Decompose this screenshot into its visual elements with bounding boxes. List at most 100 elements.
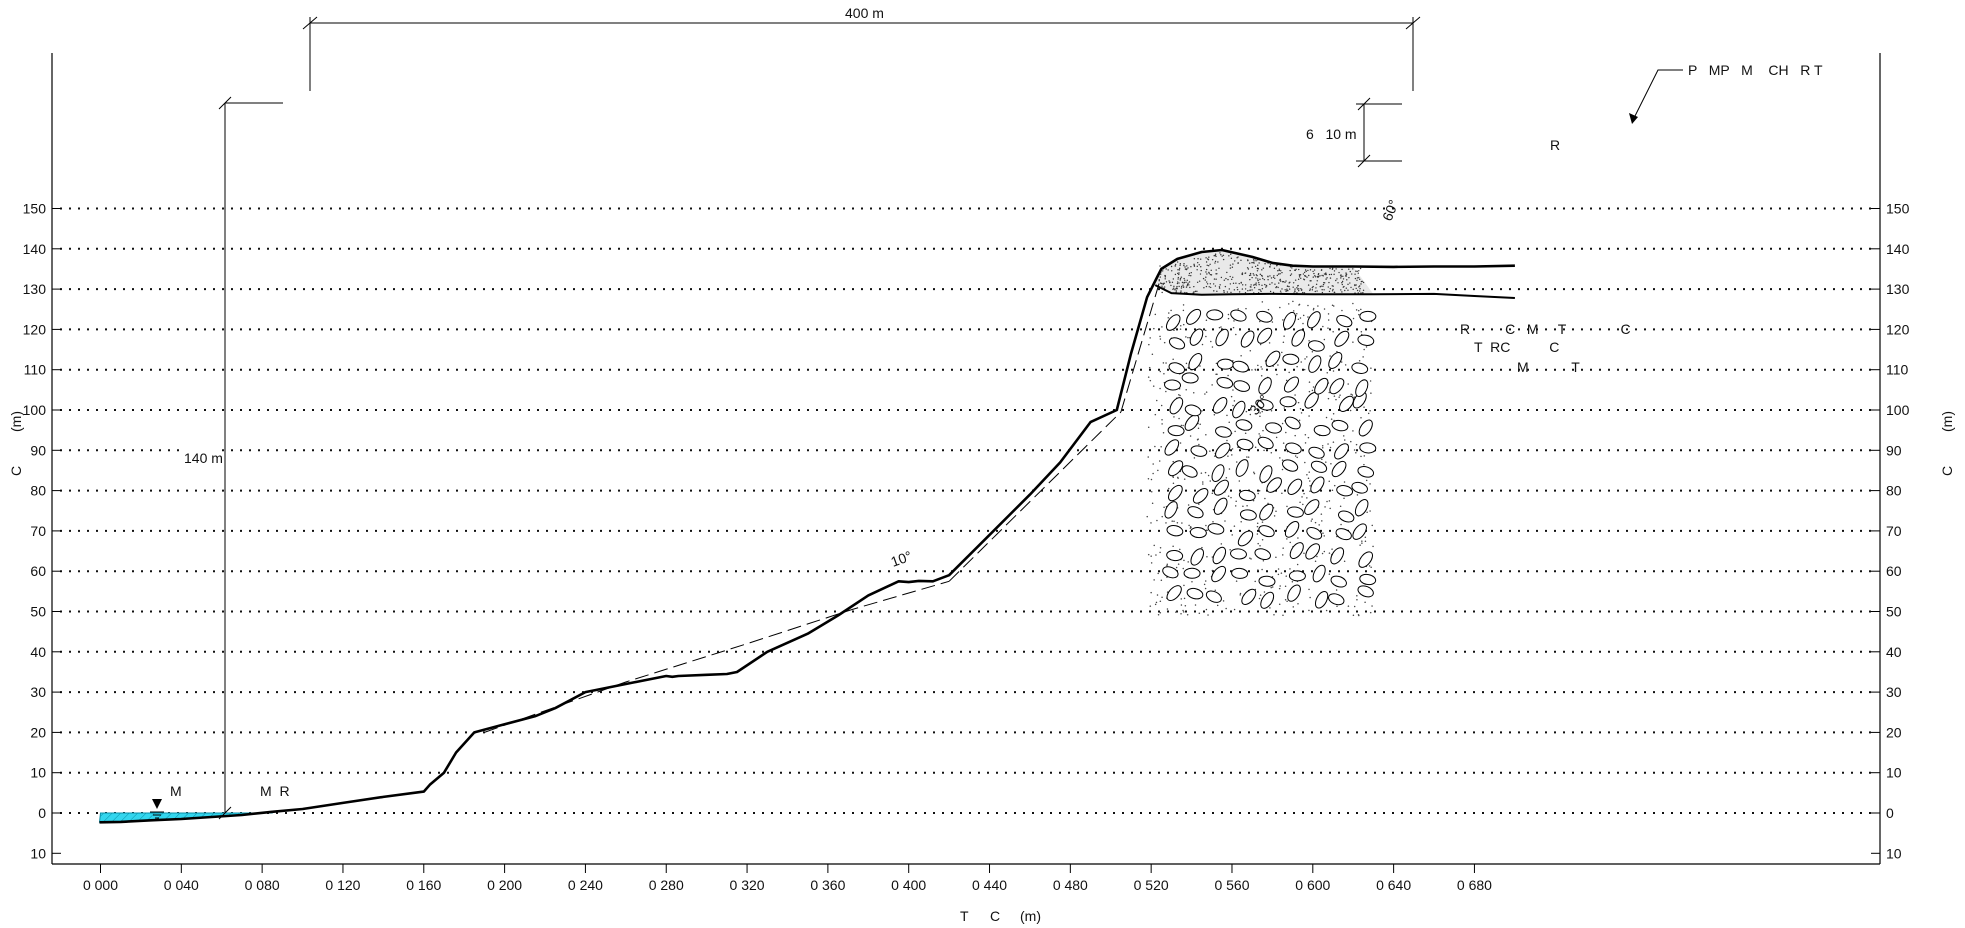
topsoil-dot [1311,289,1314,291]
topsoil-dot [1323,273,1326,275]
rock-block [1188,353,1203,371]
topsoil-dot [1358,270,1360,272]
topsoil-dot [1358,285,1361,287]
topsoil-dot [1259,273,1262,276]
rock-dot [1253,472,1256,475]
topsoil-dot [1271,282,1273,284]
topsoil-dot [1300,277,1302,279]
rock-dot [1211,384,1213,386]
x-tick-label: 0 440 [972,877,1007,893]
rock-block [1310,476,1325,494]
rock-block [1212,546,1227,565]
topsoil-dot [1175,290,1178,292]
rock-block [1256,310,1273,323]
y-tick-label-right: 20 [1886,724,1902,740]
topsoil-dot [1317,275,1320,278]
rock-dot [1159,546,1162,549]
topsoil-dot [1255,282,1257,284]
rock-dot [1161,515,1163,518]
topsoil-dot [1298,268,1300,271]
topsoil-dot [1229,283,1232,285]
y-axis-title-right: C (m) [1939,411,1955,476]
rock-dot [1149,379,1152,382]
topsoil-dot [1355,270,1357,272]
topsoil-dot [1186,283,1189,286]
topsoil-dot [1163,282,1166,284]
layer-dimension: 6 10 m [1306,97,1402,168]
topsoil-dot [1196,290,1198,292]
topsoil-dot [1354,277,1357,280]
topsoil-dot [1188,274,1190,277]
rock-block [1162,566,1179,579]
topsoil-dot [1350,286,1352,289]
topsoil-dot [1179,279,1181,281]
topsoil-dot [1249,289,1251,291]
rock-block [1314,590,1329,609]
rock-dot [1351,394,1354,396]
rock-dot [1173,329,1175,331]
topsoil-dot [1221,255,1223,257]
topsoil-dot [1340,289,1342,291]
rock-dot [1367,412,1370,415]
topsoil-dot [1240,259,1242,262]
topsoil-dot [1258,288,1260,291]
topsoil-dot [1249,278,1251,281]
topsoil-dot [1179,262,1182,265]
rock-dot [1302,503,1304,506]
rock-block [1358,419,1373,437]
rock-block [1258,575,1276,587]
topsoil-dot [1158,280,1160,282]
rock-dot [1201,410,1203,412]
topsoil-dot [1319,275,1321,277]
rock-block [1183,567,1201,579]
topsoil-dot [1196,269,1198,271]
topsoil-dot [1264,263,1266,265]
y-tick-label-right: 130 [1886,281,1910,297]
rock-dot [1360,455,1362,458]
angle-label-60: 60° [1379,197,1402,223]
rock-dot [1264,497,1266,500]
topsoil-dot [1208,271,1210,274]
topsoil-dot [1311,286,1314,289]
rock-dot [1176,522,1179,524]
rock-dot [1203,583,1206,586]
topsoil-dot [1219,284,1221,286]
rock-dot [1343,439,1346,441]
topsoil-dot [1356,277,1359,279]
topsoil-dot [1179,277,1182,280]
topsoil-dot [1198,280,1201,282]
rock-block [1355,379,1369,397]
rock-dot [1323,550,1326,553]
topsoil-dot [1341,268,1343,271]
topsoil-dot [1347,289,1349,291]
rock-block [1307,340,1325,352]
topsoil-dot [1348,268,1350,270]
rock-dot [1227,313,1230,316]
topsoil-dot [1300,288,1302,290]
topsoil-dot [1244,288,1247,290]
rock-dot [1283,407,1286,409]
rock-dot [1286,505,1288,508]
rock-dot [1331,304,1334,307]
topsoil-dot [1302,273,1305,275]
topsoil-dot [1232,263,1234,265]
topsoil-dot [1346,279,1348,281]
rock-dot [1153,579,1155,581]
rock-dot [1327,327,1329,329]
rock-dot [1280,572,1283,574]
rock-dot [1289,568,1291,570]
rock-dot [1226,439,1228,442]
rock-dot [1173,520,1175,523]
x-tick-label: 0 360 [810,877,845,893]
rock-dot [1232,404,1234,407]
x-tick-label: 0 680 [1457,877,1492,893]
topsoil-dot [1199,258,1202,260]
rock-block [1216,358,1234,370]
rock-dot [1281,468,1284,471]
rock-dot [1282,614,1284,616]
rock-dot [1309,596,1311,599]
topsoil-dot [1220,276,1223,279]
topsoil-dot [1261,269,1263,271]
rock-block [1207,523,1225,535]
